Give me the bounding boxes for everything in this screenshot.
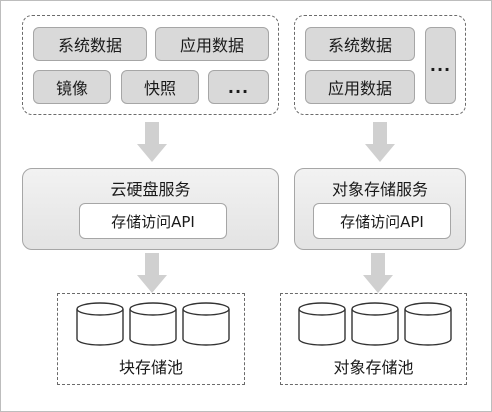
disk-icon [298,302,346,346]
chip-app-data-right: 应用数据 [305,70,415,104]
chip-image: 镜像 [33,70,111,104]
chip-app-data: 应用数据 [155,27,269,61]
object-pool-label: 对象存储池 [333,358,414,377]
object-storage-api: 存储访问API [313,203,451,239]
block-storage-api: 存储访问API [79,203,227,239]
block-storage-service: 云硬盘服务 存储访问API [22,168,279,250]
chip-more-right: ... [425,27,456,104]
chip-more: ... [208,70,269,104]
arrow-down-icon [137,122,167,162]
block-pool-label: 块存储池 [118,358,183,377]
arrow-down-icon [363,253,393,293]
chip-system-data: 系统数据 [33,27,147,61]
chip-snapshot: 快照 [121,70,199,104]
arrow-down-icon [365,122,395,162]
block-service-title: 云硬盘服务 [110,180,191,199]
disk-icon [76,302,124,346]
disk-icon [351,302,399,346]
disk-icon [404,302,452,346]
object-service-title: 对象存储服务 [331,180,428,199]
disk-icon [182,302,230,346]
disk-icon [129,302,177,346]
chip-system-data-right: 系统数据 [305,27,415,61]
arrow-down-icon [137,253,167,293]
object-storage-service: 对象存储服务 存储访问API [294,168,466,250]
